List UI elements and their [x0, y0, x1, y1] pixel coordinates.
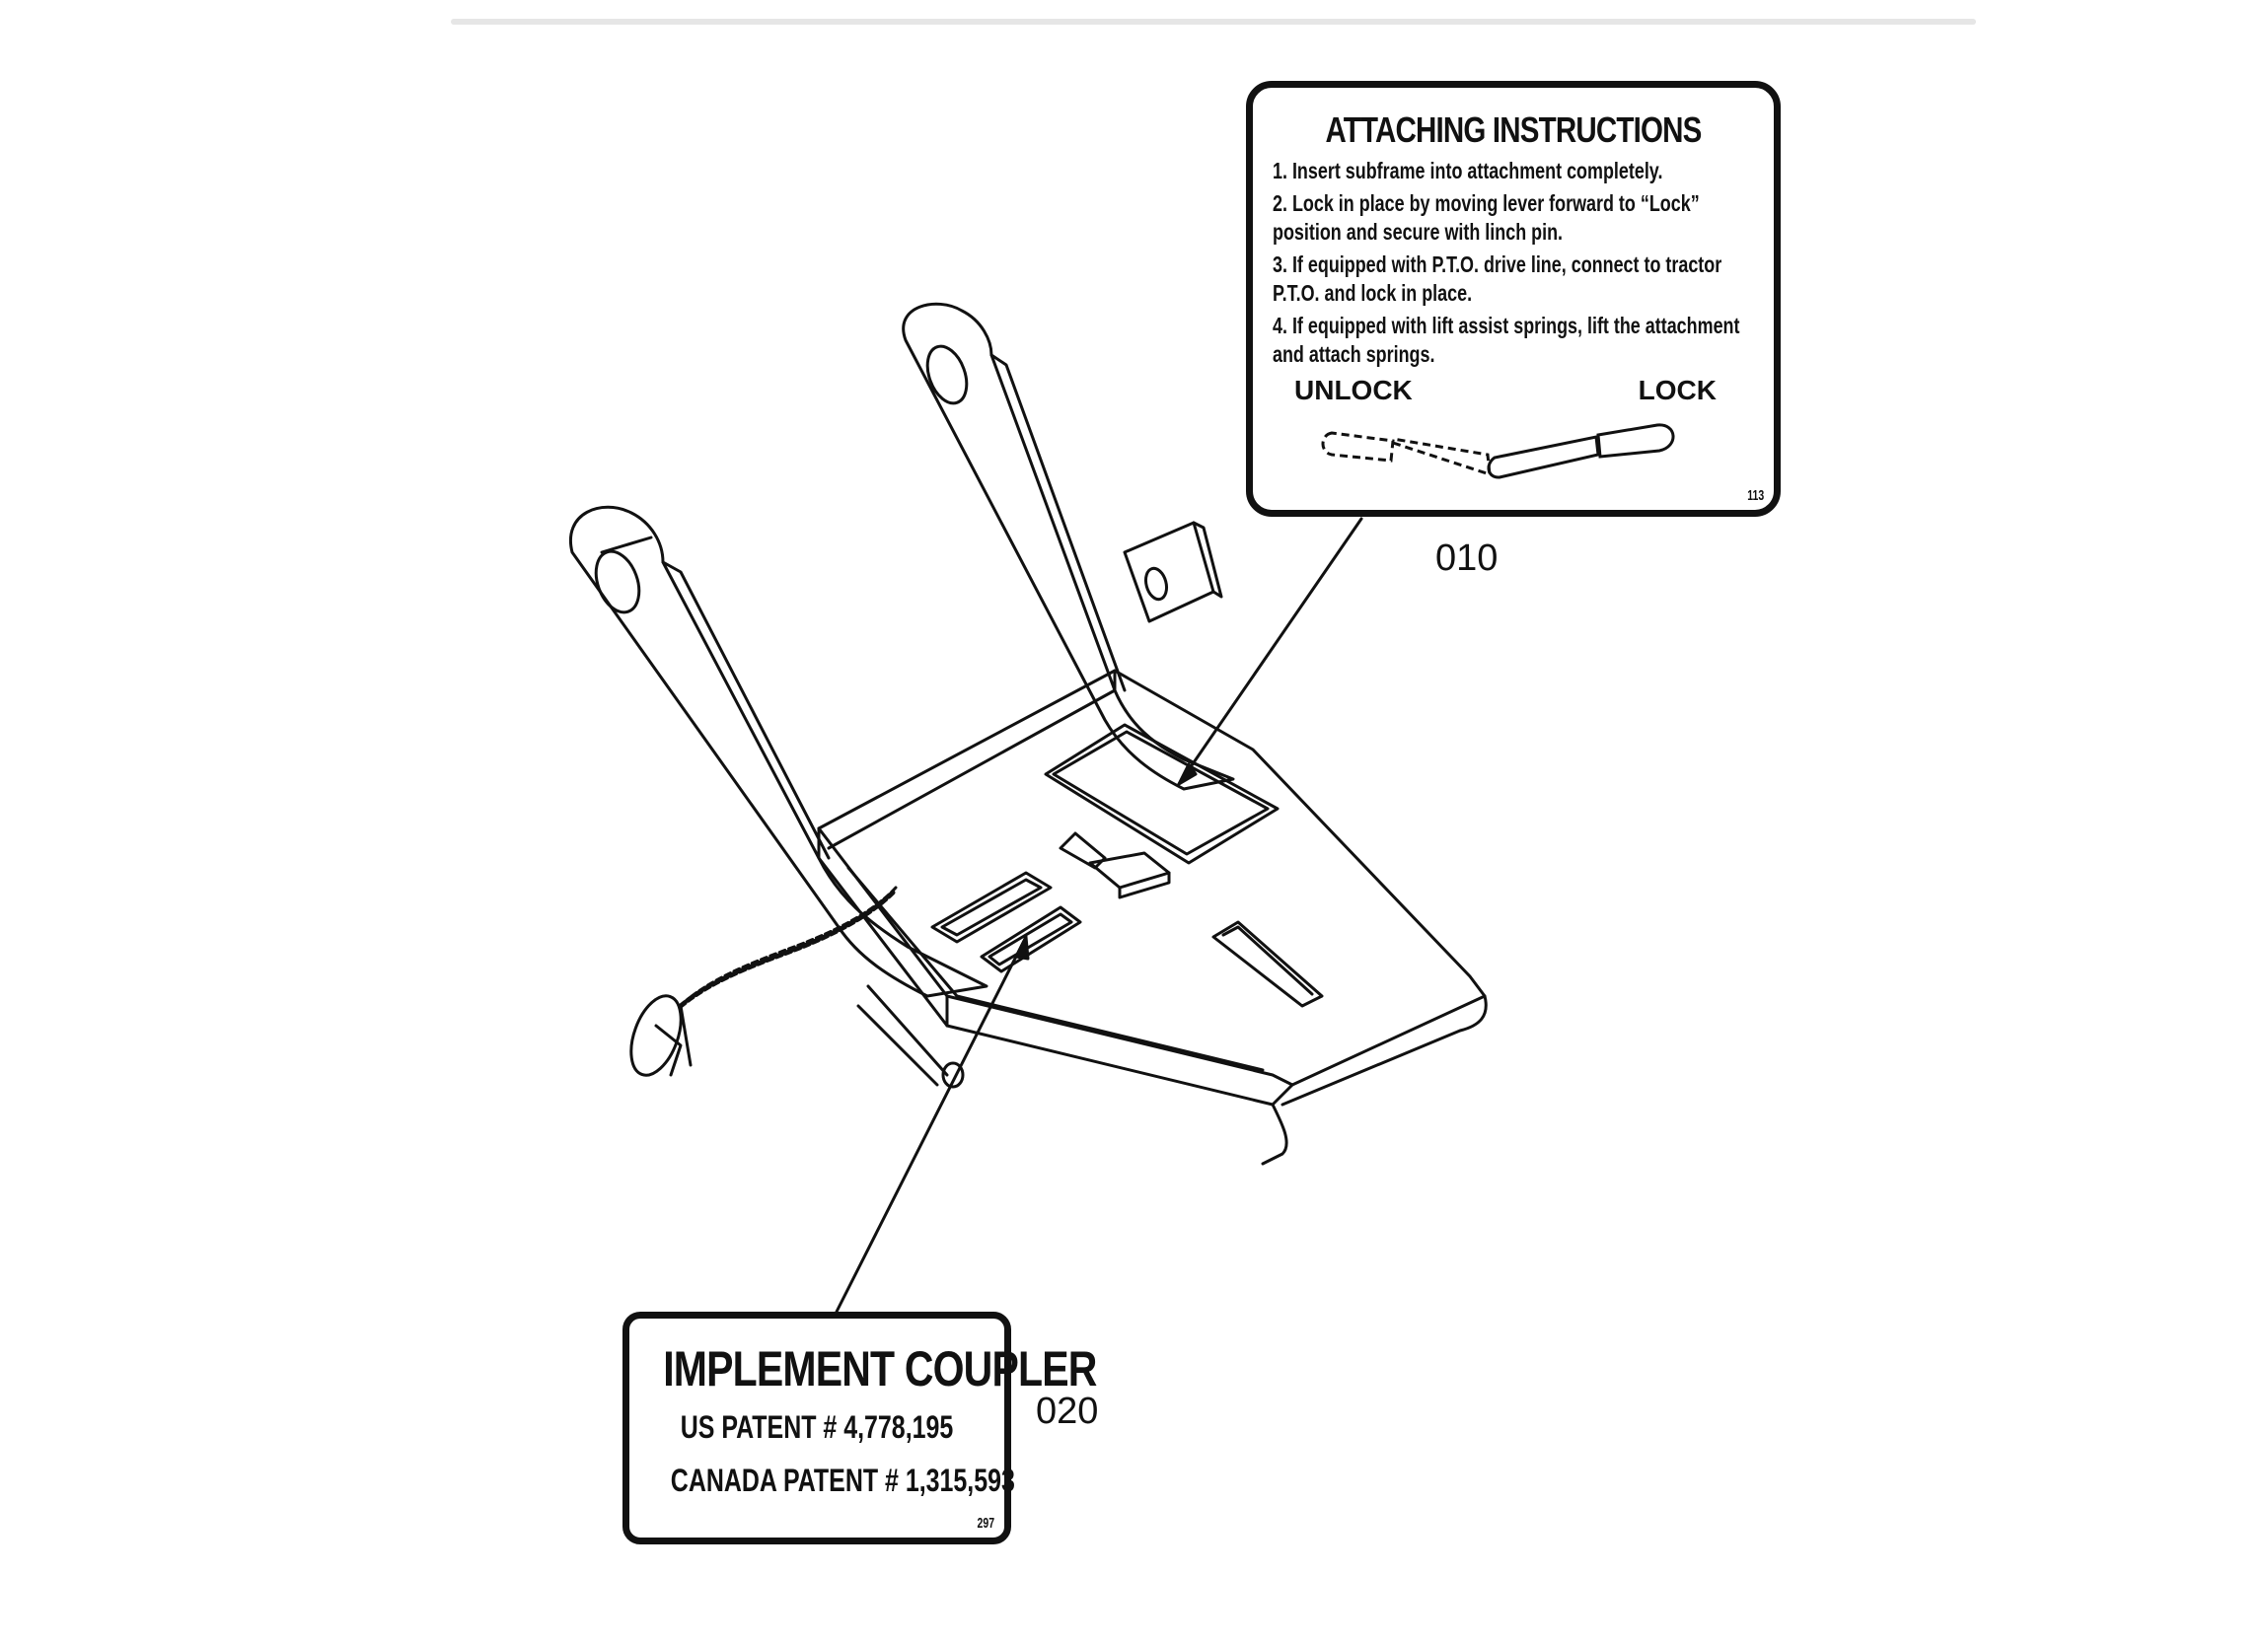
right-arm-pin-hole [925, 344, 969, 405]
callout-label: 020 [1036, 1391, 1099, 1432]
leader-arrow-010 [1177, 762, 1198, 786]
instruction-step: 1. Insert subframe into attachment compl… [1273, 158, 1663, 183]
decal-code: 113 [1747, 487, 1764, 504]
patent-decal: IMPLEMENT COUPLER US PATENT # 4,778,195 … [622, 1312, 1097, 1544]
linch-pin-ring [629, 994, 683, 1077]
callout-label: 010 [1435, 537, 1499, 579]
linch-pin-chain [629, 886, 898, 1077]
instruction-step: 4. If equipped with lift assist springs,… [1273, 313, 1740, 367]
decal-010-location [1044, 723, 1280, 865]
unlock-label: UNLOCK [1294, 375, 1413, 405]
lever-position-labels: UNLOCK LOCK [1273, 375, 1754, 414]
attaching-instructions-decal: ATTACHING INSTRUCTIONS 1. Insert subfram… [1246, 81, 1781, 517]
lock-label: LOCK [1638, 375, 1717, 405]
leader-arrow-020 [1014, 935, 1030, 961]
leader-line-020 [835, 935, 1028, 1314]
plate-slot [1211, 920, 1324, 1008]
cross-tube-end [941, 1061, 965, 1089]
leader-line-010 [1177, 517, 1363, 786]
main-plate [817, 669, 1488, 1166]
decal-020-location [930, 871, 1082, 973]
decal-title: IMPLEMENT COUPLER [663, 1341, 1097, 1396]
decal-code: 297 [977, 1515, 994, 1532]
left-arm-pin-hole [594, 549, 641, 614]
side-bracket [1123, 521, 1215, 623]
instruction-step: 2. Lock in place by moving lever forward… [1273, 190, 1700, 245]
canada-patent-number: CANADA PATENT # 1,315,593 [670, 1463, 1015, 1498]
instruction-step: 3. If equipped with P.T.O. drive line, c… [1273, 251, 1722, 306]
lever-position-icon [1321, 423, 1675, 479]
decal-title: ATTACHING INSTRUCTIONS [1325, 109, 1702, 150]
left-arm [568, 505, 988, 998]
us-patent-number: US PATENT # 4,778,195 [680, 1409, 954, 1445]
lock-block [1088, 851, 1171, 890]
right-arm [902, 302, 1235, 791]
lock-lever [1059, 831, 1171, 899]
instruction-steps: 1. Insert subframe into attachment compl… [1273, 157, 1754, 369]
